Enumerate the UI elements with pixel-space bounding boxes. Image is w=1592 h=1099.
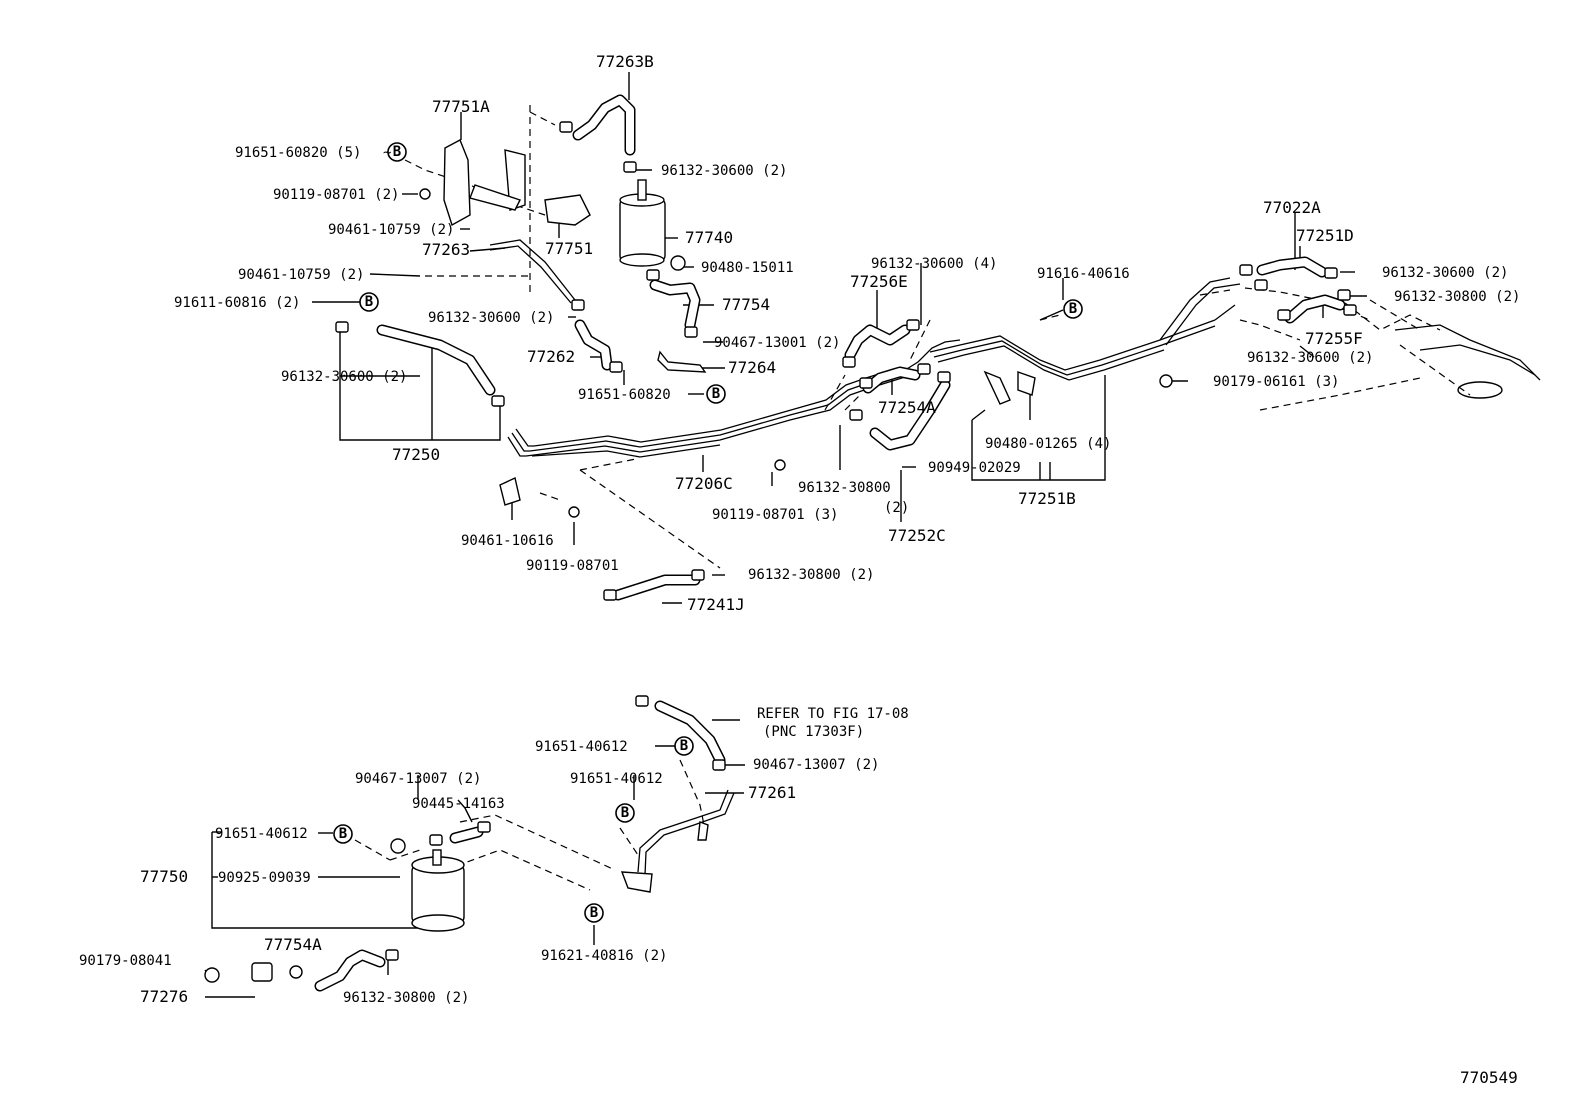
label-90949-02029: 90949-02029: [928, 460, 1021, 476]
label-77750: 77750: [140, 867, 188, 886]
label-96132-30800: 96132-30800: [798, 480, 891, 496]
label-91616-40616: 91616-40616: [1037, 266, 1130, 282]
label-91651-40612-a: 91651-40612: [535, 739, 628, 755]
part-labels: 77263B 77751A 91651-60820 (5) ~ 96132-30…: [79, 52, 1520, 1087]
hoses: [314, 94, 1346, 992]
label-77241J: 77241J: [687, 595, 745, 614]
label-qty-2: (2): [884, 500, 909, 516]
label-77251B: 77251B: [1018, 489, 1076, 508]
label-77754A: 77754A: [264, 935, 322, 954]
label-77740: 77740: [685, 228, 733, 247]
label-91651-40612-c: 91651-40612: [215, 826, 308, 842]
label-77263: 77263: [422, 240, 470, 259]
label-90461-10616: 90461-10616: [461, 533, 554, 549]
drawing-lines: [204, 72, 1541, 998]
label-90461-10759-2-b: 90461-10759 (2): [238, 267, 364, 283]
hose-clamps: [335, 121, 1357, 961]
svg-text:B: B: [590, 905, 598, 921]
b-marker: B: [674, 736, 694, 756]
label-77206C: 77206C: [675, 474, 733, 493]
label-91651-60820: 91651-60820: [578, 387, 671, 403]
figure-code: 770549: [1460, 1068, 1518, 1087]
b-marker: B: [1063, 299, 1083, 319]
b-marker: B: [584, 903, 604, 923]
label-tilde: ~: [383, 145, 391, 161]
label-90119-08701: 90119-08701: [526, 558, 619, 574]
label-90119-08701-2: 90119-08701 (2): [273, 187, 399, 203]
label-77250: 77250: [392, 445, 440, 464]
label-90461-10759-2: 90461-10759 (2): [328, 222, 454, 238]
leader-lines: [204, 72, 1367, 998]
fuel-tank-outline: [1259, 299, 1541, 411]
b-marker: B: [359, 292, 379, 312]
svg-text:B: B: [1069, 301, 1077, 317]
label-refer-fig: REFER TO FIG 17-08: [757, 706, 909, 722]
label-90445-14163: 90445-14163: [412, 796, 505, 812]
label-90480-01265-4: 90480-01265 (4): [985, 436, 1111, 452]
label-96132-30600-2-e: 96132-30600 (2): [1247, 350, 1373, 366]
svg-text:B: B: [339, 826, 347, 842]
svg-text:B: B: [393, 144, 401, 160]
label-77252C: 77252C: [888, 526, 946, 545]
label-96132-30600-2-d: 96132-30600 (2): [1382, 265, 1508, 281]
label-77751: 77751: [545, 239, 593, 258]
svg-text:B: B: [712, 386, 720, 402]
mechanical-parts: [204, 139, 1173, 983]
main-fuel-pipe: [507, 366, 906, 458]
label-96132-30800-2-b: 96132-30800 (2): [748, 567, 874, 583]
label-96132-30600-2: 96132-30600 (2): [661, 163, 787, 179]
label-77254A: 77254A: [878, 398, 936, 417]
label-90179-08041: 90179-08041: [79, 953, 172, 969]
label-77255F: 77255F: [1305, 329, 1363, 348]
rear-fuel-pipe: [901, 277, 1241, 381]
label-96132-30600-4: 96132-30600 (4): [871, 256, 997, 272]
b-markers: B B B B B B B B: [333, 142, 1083, 923]
label-90925-09039: 90925-09039: [218, 870, 311, 886]
label-96132-30600-2-c: 96132-30600 (2): [281, 369, 407, 385]
label-77751A: 77751A: [432, 97, 490, 116]
label-91621-40816-2: 91621-40816 (2): [541, 948, 667, 964]
label-77251D: 77251D: [1296, 226, 1354, 245]
label-77256E: 77256E: [850, 272, 908, 291]
label-90480-15011: 90480-15011: [701, 260, 794, 276]
label-77754: 77754: [722, 295, 770, 314]
label-77264: 77264: [728, 358, 776, 377]
b-marker: B: [387, 142, 407, 162]
label-77022A: 77022A: [1263, 198, 1321, 217]
label-77276: 77276: [140, 987, 188, 1006]
label-96132-30800-2-c: 96132-30800 (2): [343, 990, 469, 1006]
label-77261: 77261: [748, 783, 796, 802]
label-77262: 77262: [527, 347, 575, 366]
svg-text:B: B: [680, 738, 688, 754]
b-marker: B: [333, 824, 353, 844]
b-marker: B: [615, 803, 635, 823]
label-90179-06161-3: 90179-06161 (3): [1213, 374, 1339, 390]
label-96132-30600-2-b: 96132-30600 (2): [428, 310, 554, 326]
label-91651-60820-5: 91651-60820 (5): [235, 145, 361, 161]
b-marker: B: [706, 384, 726, 404]
label-77263B: 77263B: [596, 52, 654, 71]
label-90467-13007-2-a: 90467-13007 (2): [355, 771, 481, 787]
label-refer-pnc: (PNC 17303F): [763, 724, 864, 740]
svg-text:B: B: [365, 294, 373, 310]
label-96132-30800-2: 96132-30800 (2): [1394, 289, 1520, 305]
label-90467-13007-2-b: 90467-13007 (2): [753, 757, 879, 773]
label-91651-40612-b: 91651-40612: [570, 771, 663, 787]
label-90467-13001-2: 90467-13001 (2): [714, 335, 840, 351]
label-91611-60816-2: 91611-60816 (2): [174, 295, 300, 311]
label-90119-08701-3: 90119-08701 (3): [712, 507, 838, 523]
svg-text:B: B: [621, 805, 629, 821]
